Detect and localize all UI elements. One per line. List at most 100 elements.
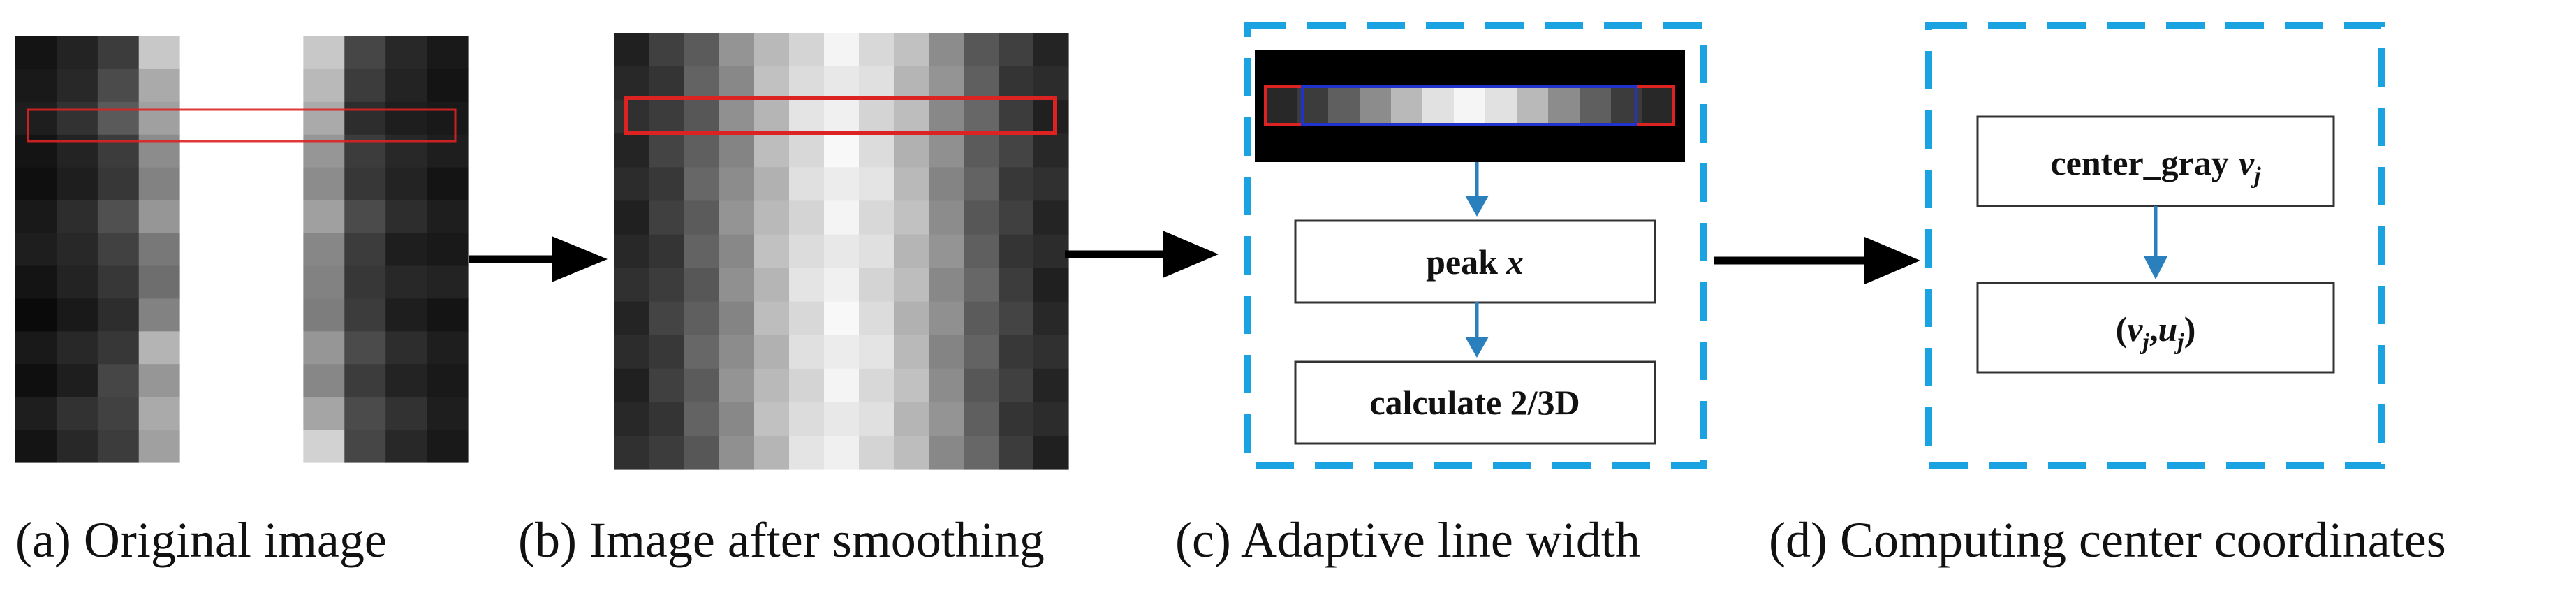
smoothed-image-highlight-row (624, 96, 1057, 135)
original-pixel (385, 430, 427, 463)
smoothed-pixel (684, 133, 720, 168)
smoothed-pixel (684, 33, 720, 67)
smoothed-pixel (999, 402, 1034, 437)
smoothed-pixel (649, 200, 685, 235)
smoothed-pixel (789, 133, 825, 168)
arrow-a-to-b (469, 236, 608, 282)
original-pixel (427, 331, 469, 365)
smoothed-pixel (719, 167, 755, 201)
original-pixel (97, 364, 140, 397)
smoothed-pixel (1033, 435, 1069, 470)
original-pixel (427, 134, 469, 168)
original-pixel (179, 134, 222, 168)
original-pixel (385, 265, 427, 299)
original-pixel (385, 200, 427, 234)
smoothed-pixel (999, 301, 1034, 336)
original-pixel (179, 430, 222, 463)
original-pixel (303, 397, 345, 430)
original-pixel (262, 397, 304, 430)
smoothed-pixel (999, 234, 1034, 269)
original-pixel (97, 233, 140, 267)
smoothed-pixel (894, 100, 929, 134)
smoothed-pixel (684, 268, 720, 302)
original-pixel (427, 233, 469, 267)
original-pixel (138, 36, 181, 70)
original-pixel (221, 430, 263, 463)
original-pixel (262, 265, 304, 299)
smoothed-pixel (649, 234, 685, 269)
smoothed-pixel (894, 234, 929, 269)
original-pixel (138, 265, 181, 299)
smoothed-pixel (894, 200, 929, 235)
smoothed-pixel (999, 435, 1034, 470)
smoothed-pixel (614, 133, 650, 168)
smoothed-pixel (754, 301, 790, 336)
original-pixel (56, 233, 98, 267)
smoothed-pixel (649, 33, 685, 67)
original-pixel (97, 101, 140, 136)
smoothed-pixel (649, 368, 685, 403)
original-pixel (138, 134, 181, 168)
original-pixel (221, 298, 263, 332)
smoothed-pixel (894, 402, 929, 437)
original-pixel (138, 68, 181, 103)
original-pixel (303, 101, 345, 136)
original-pixel (344, 331, 386, 365)
original-pixel (97, 265, 140, 299)
smoothed-pixel (859, 301, 895, 336)
original-pixel (344, 233, 386, 267)
calculate-box (1294, 360, 1656, 445)
smoothed-pixel (824, 167, 860, 201)
arrow-b-to-c (1065, 231, 1219, 278)
smoothed-pixel (719, 234, 755, 269)
original-pixel (385, 101, 427, 136)
original-pixel (303, 167, 345, 201)
smoothed-pixel (894, 133, 929, 168)
smoothed-pixel (614, 301, 650, 336)
original-pixel (303, 200, 345, 234)
original-pixel (262, 364, 304, 397)
original-pixel (221, 265, 263, 299)
smoothed-pixel (859, 33, 895, 67)
smoothed-pixel (824, 435, 860, 470)
adaptive-width-frame (1244, 22, 1707, 469)
smoothed-pixel (789, 33, 825, 67)
smoothed-pixel (894, 33, 929, 67)
smoothed-pixel (754, 435, 790, 470)
original-pixel (15, 298, 57, 332)
original-pixel (15, 101, 57, 136)
smoothed-pixel (754, 66, 790, 101)
smoothed-pixel (929, 435, 964, 470)
smoothed-pixel (719, 335, 755, 370)
original-pixel (179, 101, 222, 136)
smoothed-pixel (754, 368, 790, 403)
original-pixel (385, 331, 427, 365)
original-pixel (427, 397, 469, 430)
original-pixel (427, 68, 469, 103)
arrow-peak-to-calc (1465, 302, 1489, 358)
original-pixel (303, 298, 345, 332)
smoothed-pixel (859, 167, 895, 201)
smoothed-pixel (789, 335, 825, 370)
original-pixel (97, 430, 140, 463)
smoothed-pixel (964, 402, 999, 437)
smoothed-pixel (859, 268, 895, 302)
smoothed-pixel (929, 234, 964, 269)
caption-smoothed-image: (b) Image after smoothing (518, 512, 1045, 568)
smoothed-pixel (789, 301, 825, 336)
smoothed-pixel (1033, 268, 1069, 302)
smoothed-pixel (964, 200, 999, 235)
original-pixel (344, 200, 386, 234)
smoothed-pixel (824, 133, 860, 168)
smoothed-pixel (964, 234, 999, 269)
original-pixel (385, 68, 427, 103)
smoothed-pixel (964, 368, 999, 403)
smoothed-pixel (719, 100, 755, 134)
original-pixel (179, 68, 222, 103)
original-pixel (56, 364, 98, 397)
smoothed-pixel (859, 66, 895, 101)
original-pixel (221, 233, 263, 267)
smoothed-pixel (999, 33, 1034, 67)
original-pixel (138, 233, 181, 267)
original-pixel (385, 233, 427, 267)
